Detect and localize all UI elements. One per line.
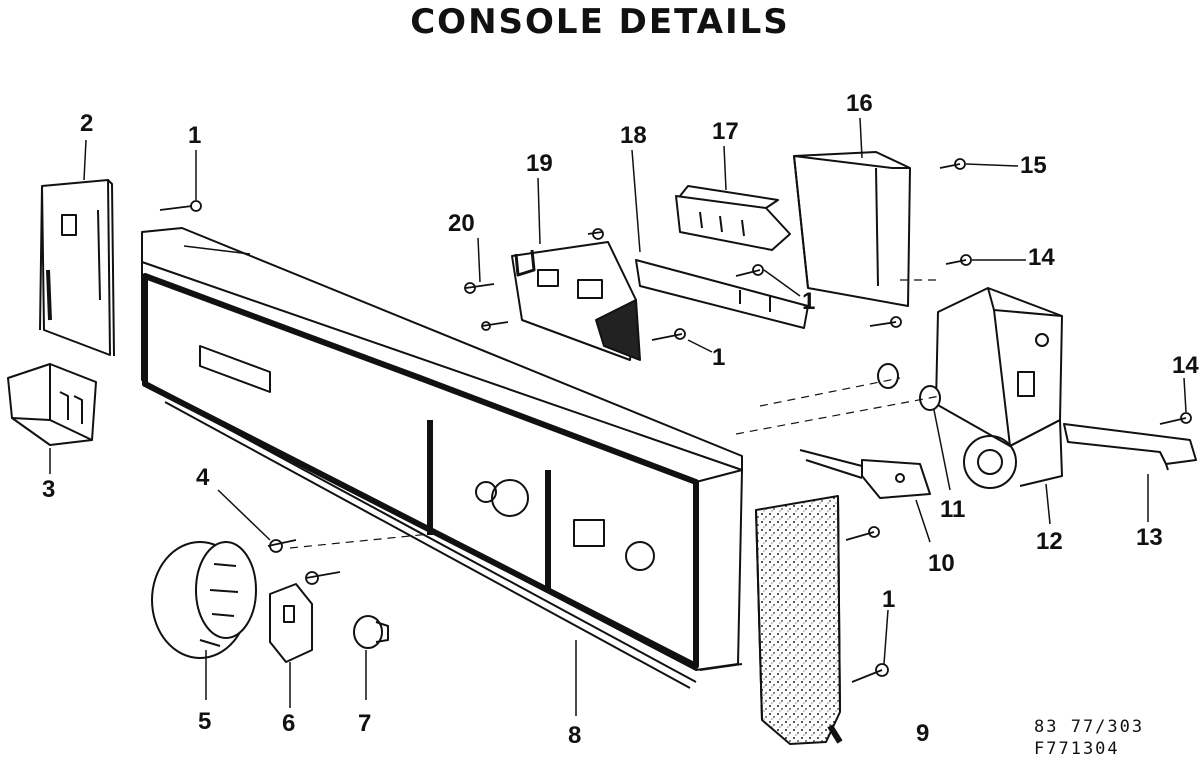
clip-part bbox=[7, 363, 97, 446]
callout-1: 1 bbox=[882, 586, 896, 613]
callout-11: 11 bbox=[940, 496, 966, 523]
console-panel bbox=[141, 227, 743, 689]
callout-5: 5 bbox=[198, 708, 212, 735]
callout-1: 1 bbox=[712, 344, 726, 371]
knob bbox=[151, 541, 257, 659]
callout-10: 10 bbox=[928, 550, 955, 577]
callout-18: 18 bbox=[620, 122, 647, 149]
callout-1: 1 bbox=[188, 122, 202, 149]
end-bracket-left bbox=[39, 179, 115, 357]
callout-15: 15 bbox=[1020, 152, 1047, 179]
diagram-title: CONSOLE DETAILS bbox=[410, 2, 790, 42]
cover-plate bbox=[793, 151, 911, 307]
callout-7: 7 bbox=[358, 710, 372, 737]
wire-strip bbox=[635, 259, 809, 329]
callout-14: 14 bbox=[1028, 244, 1055, 271]
callout-3: 3 bbox=[42, 476, 56, 503]
pilot-bulb bbox=[877, 363, 941, 411]
indicator-bulb bbox=[353, 615, 389, 649]
callout-13: 13 bbox=[1136, 524, 1163, 551]
callout-17: 17 bbox=[712, 118, 739, 145]
drawing-code-line2: F771304 bbox=[1034, 739, 1120, 759]
drawing-code-line1: 83 77/303 bbox=[1034, 717, 1145, 737]
timer-assembly bbox=[935, 287, 1063, 489]
callout-4: 4 bbox=[196, 464, 210, 491]
switch-bracket bbox=[511, 241, 641, 361]
mount-bracket bbox=[1063, 423, 1197, 471]
callout-1: 1 bbox=[802, 288, 816, 315]
leader-lines bbox=[49, 117, 1187, 716]
alignment-lines bbox=[289, 279, 941, 549]
callout-14: 14 bbox=[1172, 352, 1199, 379]
callout-16: 16 bbox=[846, 90, 873, 117]
rocker-switch bbox=[269, 583, 313, 663]
side-trim bbox=[755, 495, 843, 745]
wire-connector bbox=[799, 449, 931, 499]
screws bbox=[159, 158, 1192, 683]
callout-20: 20 bbox=[448, 210, 475, 237]
callout-9: 9 bbox=[916, 720, 930, 747]
switch-housing bbox=[675, 185, 791, 251]
callout-8: 8 bbox=[568, 722, 582, 749]
callout-19: 19 bbox=[526, 150, 553, 177]
callout-2: 2 bbox=[80, 110, 94, 137]
callout-12: 12 bbox=[1036, 528, 1063, 555]
callout-6: 6 bbox=[282, 710, 296, 737]
